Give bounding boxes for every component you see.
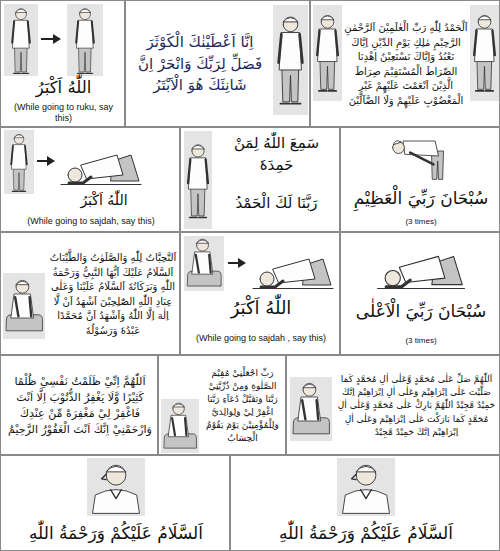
sit-figure <box>188 239 221 286</box>
arabic-recitation: سَمِعَ اللّٰهُ لِمَنْ حَمِدَهٗ <box>216 133 337 177</box>
arabic-recitation: اَللّٰهُمَّ اِنِّيْ ظَلَمْتُ نَفْسِيْ ظُ… <box>5 374 155 438</box>
stand-figure <box>12 9 30 74</box>
arabic-recitation: اَلسَّلَامُ عَلَيْكُمْ وَرَحْمَةُ اللّٰه… <box>5 521 227 546</box>
stand-figure <box>317 15 338 90</box>
figure-illustration <box>1 356 159 456</box>
salam-figure <box>343 465 390 513</box>
arabic-recitation: اِنَّا اَعْطَيْنٰكَ الْكَوْثَرَ فَصَلِّ … <box>130 32 270 97</box>
stand-figure <box>11 134 27 191</box>
step-panel: اَلسَّلَامُ عَلَيْكُمْ وَرَحْمَةُ اللّٰه… <box>0 455 230 551</box>
sajdah-figure <box>253 259 333 289</box>
figure-ground <box>87 458 145 516</box>
arabic-recitation: رَبَّنَا لَكَ الْحَمْدُ <box>216 193 337 215</box>
figure-ground <box>313 5 342 101</box>
step-panel: اِنَّا اَعْطَيْنٰكَ الْكَوْثَرَ فَصَلِّ … <box>125 0 310 127</box>
arrow-symbol <box>41 34 61 44</box>
stand-figure <box>76 9 94 74</box>
step-panel: سُبْحَانَ رَبِّيَ الْعَظِيْمِ (3 times) <box>340 127 500 232</box>
figure-ground <box>67 4 103 76</box>
step-panel: سُبْحَانَ رَبِّيَ الْاَعْلٰى (3 times) <box>340 232 500 355</box>
sajdah-figure <box>378 256 465 288</box>
arabic-recitation: اللّٰهُ اَكْبَرُ <box>6 76 121 100</box>
ruku-figure <box>393 141 444 180</box>
instruction-caption: (While going to sajdah, say this) <box>5 216 177 227</box>
figure-ground <box>273 5 308 115</box>
step-panel: سَمِعَ اللّٰهُ لِمَنْ حَمِدَهٗ رَبَّنَا ل… <box>180 127 340 232</box>
figure-ground <box>4 4 38 76</box>
step-panel: اللّٰهُ اَكْبَرُ(While going to ruku, sa… <box>0 0 125 127</box>
arabic-recitation: اللّٰهُ اَكْبَرُ <box>31 190 177 210</box>
step-panel: اَلْحَمْدُ لِلّٰهِ رَبِّ الْعٰلَمِيْنَ ا… <box>310 0 500 127</box>
step-panel: اَللّٰهُمَّ صَلِّ عَلٰى مُحَمَّدٍ وَّعَل… <box>286 355 500 455</box>
figure-ground <box>184 236 224 291</box>
arabic-recitation: اللّٰهُ اَكْبَرُ <box>185 295 337 321</box>
step-panel: رَبِّ اجْعَلْنِيْ مُقِيْمَ الصَّلٰوةِ وَ… <box>158 355 286 455</box>
figure-ground <box>184 131 212 229</box>
step-panel: اللّٰهُ اَكْبَرُ (While going to sajdah, … <box>0 127 180 232</box>
figure-illustration <box>311 1 500 128</box>
stand-figure <box>474 15 495 90</box>
step-panel: اَلسَّلَامُ عَلَيْكُمْ وَرَحْمَةُ اللّٰه… <box>230 455 500 551</box>
step-panel: اَلتَّحِيَّاتُ لِلّٰهِ وَالصَّلَوٰتُ وَا… <box>0 232 180 355</box>
stand-figure <box>279 17 303 104</box>
arabic-recitation: اَللّٰهُمَّ صَلِّ عَلٰى مُحَمَّدٍ وَّعَل… <box>335 373 498 438</box>
arrow-symbol <box>37 156 55 166</box>
figure-ground <box>161 399 199 453</box>
figure-ground <box>337 458 395 516</box>
instruction-caption: (While going to ruku, say this) <box>5 102 122 124</box>
figure-ground <box>470 5 499 101</box>
instruction-caption: (3 times) <box>345 336 497 346</box>
salam-figure <box>93 465 140 513</box>
figure-ground <box>4 130 34 194</box>
arabic-recitation: سُبْحَانَ رَبِّيَ الْعَظِيْمِ <box>345 186 497 211</box>
figure-ground <box>290 377 332 441</box>
figure-ground <box>3 273 45 339</box>
step-panel: اَللّٰهُمَّ اِنِّيْ ظَلَمْتُ نَفْسِيْ ظُ… <box>0 355 158 455</box>
sit-figure <box>293 383 329 433</box>
instruction-caption: (3 times) <box>345 217 497 227</box>
stand-figure <box>188 145 208 218</box>
sajdah-figure <box>61 155 141 185</box>
arabic-recitation: اَلسَّلَامُ عَلَيْكُمْ وَرَحْمَةُ اللّٰه… <box>235 521 497 546</box>
sit-figure <box>6 280 42 330</box>
arabic-recitation: اَلتَّحِيَّاتُ لِلّٰهِ وَالصَّلَوٰتُ وَا… <box>48 251 178 338</box>
arabic-recitation: اَلْحَمْدُ لِلّٰهِ رَبِّ الْعٰلَمِيْنَ ا… <box>344 21 468 108</box>
sit-figure <box>164 403 196 448</box>
arabic-recitation: رَبِّ اجْعَلْنِيْ مُقِيْمَ الصَّلٰوةِ وَ… <box>201 367 284 445</box>
figure-illustration <box>1 233 181 356</box>
arrow-symbol <box>228 258 246 268</box>
instruction-caption: (While going to sajdah , say this) <box>185 333 337 344</box>
step-panel: اللّٰهُ اَكْبَرُ (While going to sajdah ,… <box>180 232 340 355</box>
arabic-recitation: سُبْحَانَ رَبِّيَ الْاَعْلٰى <box>345 299 497 324</box>
